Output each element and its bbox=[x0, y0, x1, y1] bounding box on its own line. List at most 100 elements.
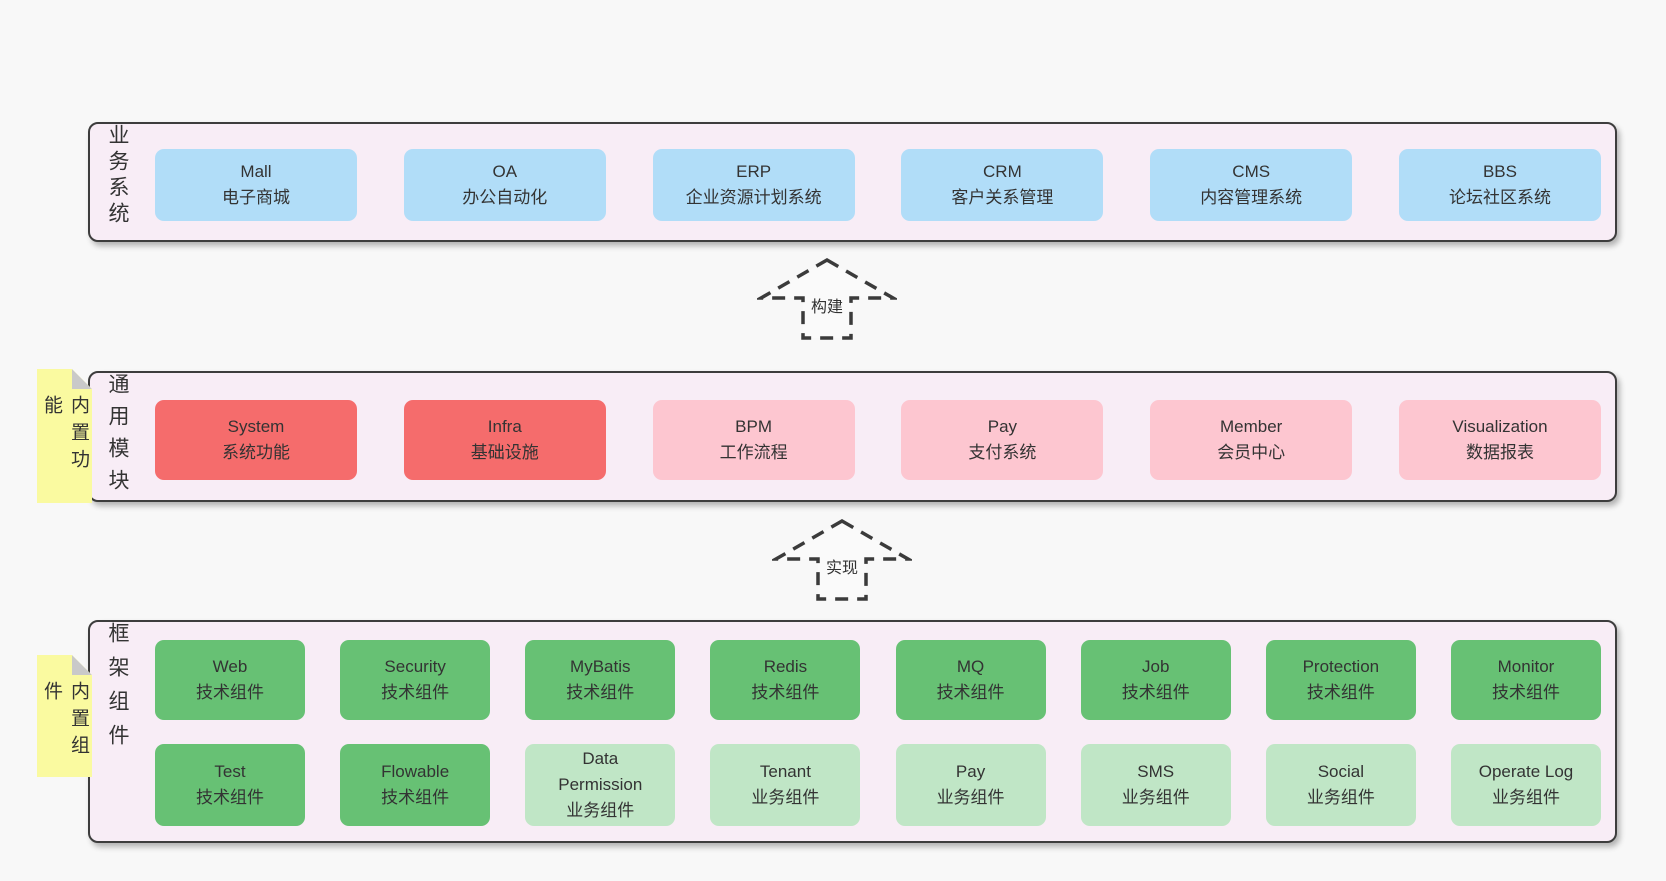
box-subtitle: 客户关系管理 bbox=[951, 188, 1054, 207]
box-visualization: Visualization 数据报表 bbox=[1398, 400, 1601, 480]
box-subtitle: 基础设施 bbox=[470, 443, 539, 462]
box-mybatis: MyBatis 技术组件 bbox=[525, 640, 676, 720]
box-oa: OA 办公自动化 bbox=[403, 149, 606, 221]
box-tenant: Tenant 业务组件 bbox=[710, 744, 861, 826]
arrow-implement-label: 实现 bbox=[822, 554, 862, 578]
box-title: Infra bbox=[487, 417, 522, 436]
box-title: ERP bbox=[736, 162, 772, 181]
box-cms: CMS 内容管理系统 bbox=[1150, 149, 1353, 221]
box-subtitle: 技术组件 bbox=[751, 683, 820, 702]
box-title: MQ bbox=[956, 657, 985, 676]
box-security: Security 技术组件 bbox=[340, 640, 491, 720]
box-title: SMS bbox=[1137, 762, 1175, 781]
box-subtitle: 业务组件 bbox=[1121, 788, 1190, 807]
box-subtitle: 会员中心 bbox=[1217, 443, 1286, 462]
box-subtitle: 支付系统 bbox=[968, 443, 1037, 462]
panel-common-modules: 通用模块 System 系统功能 Infra 基础设施 BPM 工作流程 Pay 支付系统 Me… bbox=[88, 371, 1617, 502]
sticky-note-builtin-functions: 内置功能 bbox=[37, 369, 92, 503]
box-mall: Mall 电子商城 bbox=[155, 149, 357, 221]
box-crm: CRM 客户关系管理 bbox=[901, 149, 1104, 221]
box-title: CRM bbox=[983, 162, 1022, 181]
arrow-implement: 实现 bbox=[772, 517, 912, 603]
box-title: OA bbox=[492, 162, 518, 181]
box-subtitle: 业务组件 bbox=[566, 801, 635, 820]
box-subtitle: 内容管理系统 bbox=[1200, 188, 1303, 207]
box-subtitle: 企业资源计划系统 bbox=[685, 188, 822, 207]
box-erp: ERP 企业资源计划系统 bbox=[652, 149, 855, 221]
box-subtitle: 办公自动化 bbox=[462, 188, 548, 207]
box-subtitle: 技术组件 bbox=[1121, 683, 1190, 702]
box-title: Visualization bbox=[1452, 417, 1548, 436]
box-test: Test 技术组件 bbox=[155, 744, 305, 826]
box-subtitle: 技术组件 bbox=[1306, 683, 1375, 702]
box-title: System bbox=[227, 417, 285, 436]
box-subtitle: 电子商城 bbox=[222, 188, 290, 207]
box-subtitle: 技术组件 bbox=[196, 683, 264, 702]
box-subtitle: 技术组件 bbox=[1491, 683, 1560, 702]
box-subtitle: 技术组件 bbox=[936, 683, 1005, 702]
sticky-note-builtin-components: 内置组件 bbox=[37, 655, 92, 777]
box-mq: MQ 技术组件 bbox=[895, 640, 1046, 720]
box-subtitle: 技术组件 bbox=[381, 683, 450, 702]
box-title: Monitor bbox=[1497, 657, 1555, 676]
arrow-build-label: 构建 bbox=[807, 293, 847, 317]
box-system: System 系统功能 bbox=[155, 400, 357, 480]
common-modules-row: System 系统功能 Infra 基础设施 BPM 工作流程 Pay 支付系统 Member 会… bbox=[155, 400, 1601, 480]
box-title: Protection bbox=[1302, 657, 1380, 676]
box-subtitle: 技术组件 bbox=[196, 788, 264, 807]
box-infra: Infra 基础设施 bbox=[403, 400, 606, 480]
panel-title-business-systems: 业务系统 bbox=[106, 124, 129, 228]
sticky-note-label: 内置功能 bbox=[41, 395, 89, 476]
box-title: Mall bbox=[240, 162, 272, 181]
box-job: Job 技术组件 bbox=[1080, 640, 1231, 720]
box-subtitle: 业务组件 bbox=[1306, 788, 1375, 807]
box-protection: Protection 技术组件 bbox=[1265, 640, 1416, 720]
box-sms: SMS 业务组件 bbox=[1080, 744, 1231, 826]
arrow-build: 构建 bbox=[757, 256, 897, 342]
panel-framework-components: 框架组件 Web 技术组件 Security 技术组件 MyBatis 技术组件 Redis… bbox=[88, 620, 1617, 843]
box-bpm: BPM 工作流程 bbox=[652, 400, 855, 480]
panel-title-framework-components: 框架组件 bbox=[106, 622, 129, 758]
box-subtitle: 业务组件 bbox=[1491, 788, 1560, 807]
box-title: MyBatis bbox=[570, 657, 631, 676]
box-subtitle: 系统功能 bbox=[222, 443, 290, 462]
box-operate-log: Operate Log 业务组件 bbox=[1450, 744, 1601, 826]
box-title: Web bbox=[212, 657, 248, 676]
box-title: Operate Log bbox=[1478, 762, 1574, 781]
box-social: Social 业务组件 bbox=[1265, 744, 1416, 826]
box-pay: Pay 业务组件 bbox=[895, 744, 1046, 826]
box-web: Web 技术组件 bbox=[155, 640, 305, 720]
box-title: Redis bbox=[763, 657, 808, 676]
box-title: BPM bbox=[735, 417, 773, 436]
box-subtitle: 业务组件 bbox=[936, 788, 1005, 807]
box-data-permission: Data Permission 业务组件 bbox=[525, 744, 676, 826]
box-title: Social bbox=[1317, 762, 1364, 781]
box-subtitle: 论坛社区系统 bbox=[1448, 188, 1551, 207]
box-title: Data Permission bbox=[558, 749, 643, 794]
box-pay: Pay 支付系统 bbox=[901, 400, 1104, 480]
box-subtitle: 数据报表 bbox=[1465, 443, 1534, 462]
panel-title-common-modules: 通用模块 bbox=[106, 373, 129, 501]
business-systems-row: Mall 电子商城 OA 办公自动化 ERP 企业资源计划系统 CRM 客户关系管理 CMS 内容… bbox=[155, 149, 1601, 221]
box-title: Job bbox=[1141, 657, 1170, 676]
box-title: Test bbox=[214, 762, 246, 781]
box-member: Member 会员中心 bbox=[1150, 400, 1353, 480]
box-subtitle: 技术组件 bbox=[566, 683, 635, 702]
box-subtitle: 工作流程 bbox=[719, 443, 788, 462]
box-title: CMS bbox=[1232, 162, 1271, 181]
box-title: Flowable bbox=[381, 762, 450, 781]
sticky-note-label: 内置组件 bbox=[41, 681, 89, 762]
box-subtitle: 业务组件 bbox=[751, 788, 820, 807]
box-title: Pay bbox=[955, 762, 986, 781]
box-title: Member bbox=[1220, 417, 1283, 436]
box-subtitle: 技术组件 bbox=[381, 788, 450, 807]
box-title: Pay bbox=[987, 417, 1018, 436]
box-monitor: Monitor 技术组件 bbox=[1450, 640, 1601, 720]
box-title: Security bbox=[384, 657, 446, 676]
panel-business-systems: 业务系统 Mall 电子商城 OA 办公自动化 ERP 企业资源计划系统 CRM 客户关系管理… bbox=[88, 122, 1617, 242]
box-title: Tenant bbox=[759, 762, 811, 781]
box-flowable: Flowable 技术组件 bbox=[340, 744, 491, 826]
